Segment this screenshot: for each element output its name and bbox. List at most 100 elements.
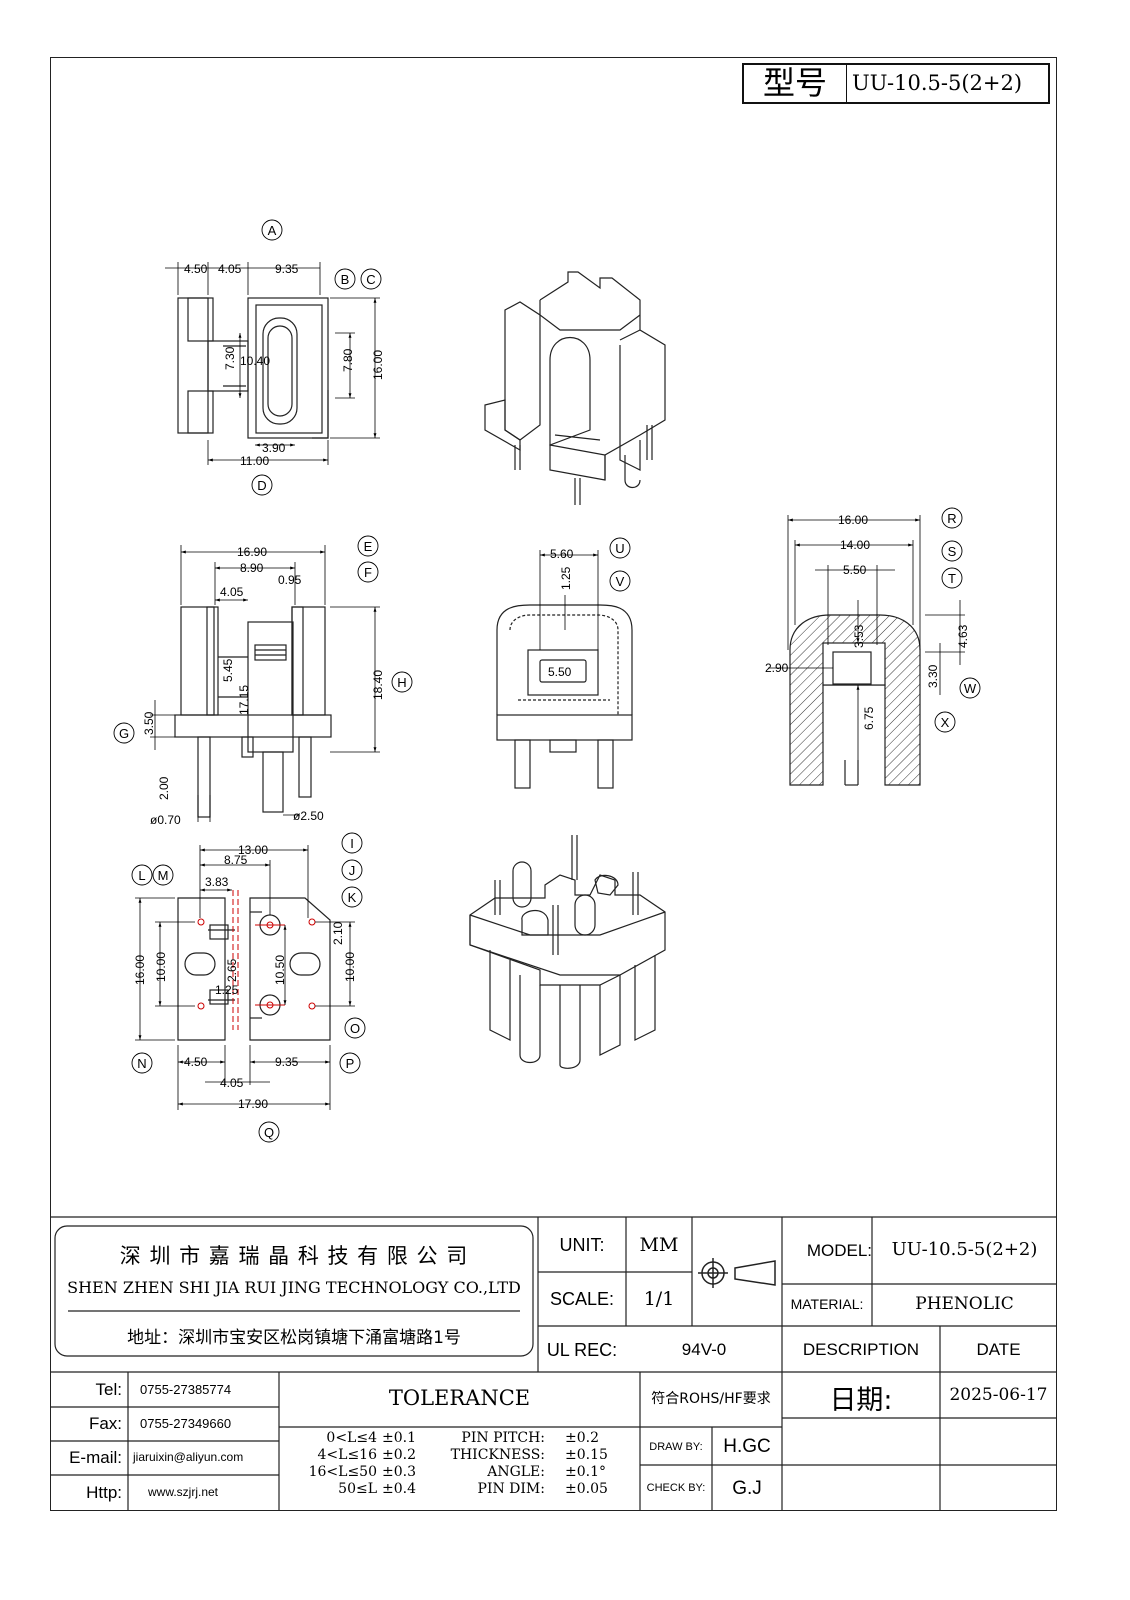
dim-sec-3-53: 3.53 <box>852 624 866 648</box>
dim-sec-16-00: 16.00 <box>838 513 868 527</box>
http-label: Http: <box>86 1483 122 1502</box>
balloon-R: R <box>947 511 956 526</box>
dim-top-9-35: 9.35 <box>275 262 299 276</box>
dim-sec-2-90: 2.90 <box>765 661 789 675</box>
balloon-N: N <box>137 1056 146 1071</box>
email-value[interactable]: jiaruixin@aliyun.com <box>133 1450 244 1464</box>
tolerance-item-0: PIN PITCH: <box>461 1430 545 1446</box>
technical-drawing: 4.50 4.05 9.35 7.30 10.40 7.80 16.00 3.9… <box>113 219 981 1143</box>
ul-rec-value: 94V-0 <box>681 1340 727 1359</box>
dim-top-4-50: 4.50 <box>184 262 208 276</box>
fax-label: Fax: <box>88 1414 122 1433</box>
tolerance-item-3: PIN DIM: <box>477 1481 545 1497</box>
tolerance-range-1: 4<L≤16 <box>317 1447 377 1463</box>
dimension-labels: 4.50 4.05 9.35 7.30 10.40 7.80 16.00 3.9… <box>133 262 970 1111</box>
dim-bot-4-05: 4.05 <box>220 1076 244 1090</box>
balloon-W: W <box>964 681 977 696</box>
tolerance-range-val-2: ±0.3 <box>382 1464 416 1480</box>
dim-sec-6-75: 6.75 <box>862 706 876 730</box>
dim-bot-2-65: 2.65 <box>225 958 239 982</box>
model-value: UU-10.5-5(2+2) <box>891 1239 1038 1260</box>
dim-side-post-dia: ø2.50 <box>293 809 324 823</box>
iso-view-top <box>484 271 666 505</box>
balloons: A B C D E F G H I J K L M N O P Q R S T … <box>113 219 981 1143</box>
tolerance-range-0: 0<L≤4 <box>326 1430 377 1446</box>
material-value: PHENOLIC <box>915 1294 1014 1314</box>
drawing-frame <box>50 57 1057 1511</box>
dim-sec-14-00: 14.00 <box>840 538 870 552</box>
balloon-T: T <box>948 571 956 586</box>
tolerance-title: TOLERANCE <box>388 1386 531 1410</box>
tolerance-range-val-1: ±0.2 <box>382 1447 416 1463</box>
date-label: DATE <box>976 1340 1021 1359</box>
dim-top-7-30: 7.30 <box>223 346 237 370</box>
dim-bot-8-75: 8.75 <box>224 853 248 867</box>
dim-bot-10-50: 10.50 <box>273 955 287 985</box>
tolerance-range-val-0: ±0.1 <box>382 1430 416 1446</box>
front-view <box>496 604 633 789</box>
ul-rec-label: UL REC: <box>546 1340 618 1360</box>
date-cn-label: 日期: <box>829 1385 893 1416</box>
dim-side-2-00: 2.00 <box>157 776 171 800</box>
dim-sec-4-63: 4.63 <box>956 624 970 648</box>
dim-bot-3-83: 3.83 <box>205 875 229 889</box>
fax-value: 0755-27349660 <box>140 1416 232 1431</box>
balloon-J: J <box>349 863 356 878</box>
title-block-grid <box>50 1216 1057 1510</box>
balloon-K: K <box>348 890 357 905</box>
model-label: MODEL: <box>806 1241 872 1260</box>
projection-symbol-icon <box>698 1258 776 1288</box>
date-value: 2025-06-17 <box>949 1385 1048 1405</box>
tolerance-item-val-0: ±0.2 <box>565 1430 599 1446</box>
dim-side-pin-dia: ø0.70 <box>150 813 181 827</box>
tolerance-item-1: THICKNESS: <box>450 1447 545 1463</box>
dim-top-11-00: 11.00 <box>240 454 269 468</box>
tolerance-range-val-3: ±0.4 <box>382 1481 416 1497</box>
scale-label: SCALE: <box>549 1289 615 1309</box>
balloon-U: U <box>615 541 624 556</box>
dim-bot-17-90: 17.90 <box>238 1097 268 1111</box>
unit-value: MM <box>639 1234 679 1256</box>
dim-side-17-15: 17.15 <box>237 685 251 715</box>
balloon-S: S <box>948 544 957 559</box>
dim-side-8-90: 8.90 <box>240 561 264 575</box>
balloon-I: I <box>350 836 354 851</box>
dim-bot-10-00-left: 10.00 <box>154 952 168 982</box>
model-header-label: 型号 <box>744 65 847 102</box>
dim-front-5-50: 5.50 <box>548 665 572 679</box>
side-view <box>174 606 332 818</box>
dim-bot-16-00: 16.00 <box>133 955 147 985</box>
balloon-H: H <box>397 675 406 690</box>
tolerance-item-val-2: ±0.1° <box>565 1464 606 1480</box>
tolerance-item-val-3: ±0.05 <box>565 1481 608 1497</box>
draw-by-value: H.GC <box>723 1436 771 1457</box>
model-header-box: 型号 UU-10.5-5(2+2) <box>742 63 1050 104</box>
http-value[interactable]: www.szjrj.net <box>148 1485 219 1499</box>
tolerance-range-2: 16<L≤50 <box>308 1464 377 1480</box>
balloon-G: G <box>119 726 129 741</box>
balloon-V: V <box>616 574 625 589</box>
balloon-B: B <box>341 272 350 287</box>
top-view <box>177 297 329 439</box>
company-address: 地址：深圳市宝安区松岗镇塘下涌富塘路1号 <box>127 1328 461 1348</box>
dim-sec-5-50: 5.50 <box>843 563 867 577</box>
material-label: MATERIAL: <box>790 1296 864 1312</box>
model-header-value: UU-10.5-5(2+2) <box>852 71 1023 95</box>
balloon-O: O <box>350 1021 360 1036</box>
dim-top-7-80: 7.80 <box>341 348 355 372</box>
dim-front-5-60: 5.60 <box>550 547 574 561</box>
balloon-F: F <box>364 565 372 580</box>
balloon-X: X <box>941 715 950 730</box>
dim-top-16-00: 16.00 <box>371 350 385 380</box>
dim-bot-4-50: 4.50 <box>184 1055 208 1069</box>
unit-label: UNIT: <box>559 1235 605 1255</box>
scale-value: 1/1 <box>643 1288 675 1310</box>
check-by-value: G.J <box>732 1478 762 1499</box>
dim-bot-10-00-right: 10.00 <box>343 952 357 982</box>
email-label: E-mail: <box>69 1448 122 1467</box>
balloon-C: C <box>366 272 375 287</box>
dim-bot-9-35: 9.35 <box>275 1055 299 1069</box>
balloon-P: P <box>346 1056 355 1071</box>
dim-side-4-05: 4.05 <box>220 585 244 599</box>
dim-sec-3-30: 3.30 <box>926 664 940 688</box>
